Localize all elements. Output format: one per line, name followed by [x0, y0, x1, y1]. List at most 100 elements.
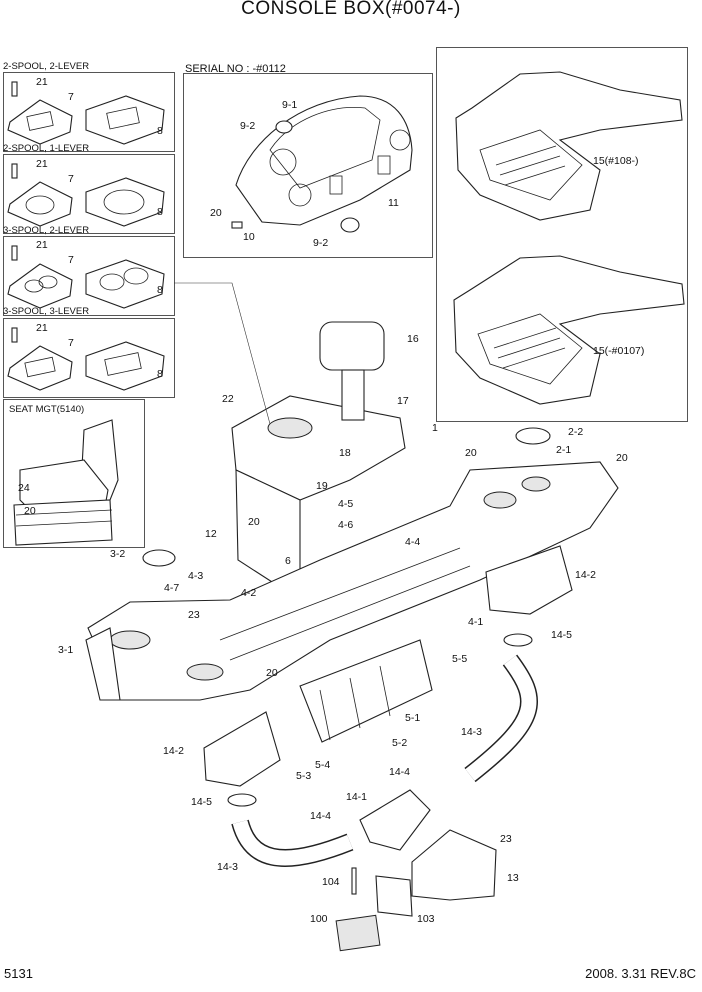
outlet-3-1-base [85, 627, 121, 701]
label-s1-8: 8 [157, 125, 163, 137]
label-24: 24 [18, 482, 30, 494]
inset-mat [436, 47, 688, 422]
label-22: 22 [222, 393, 234, 405]
label-4-7: 4-7 [164, 582, 180, 594]
label-11: 11 [388, 197, 399, 209]
vent-13 [411, 829, 497, 901]
page-title: CONSOLE BOX(#0074-) [241, 0, 461, 19]
label-s4-7: 7 [68, 337, 74, 349]
bracket-103 [375, 875, 413, 917]
label-9-1: 9-1 [282, 99, 298, 111]
hose-14-3-right [464, 654, 538, 783]
label-5-3: 5-3 [296, 770, 312, 782]
inset-header-3spool-2lever: 3-SPOOL, 2-LEVER [3, 225, 90, 236]
label-17: 17 [397, 395, 409, 407]
label-16: 16 [407, 333, 419, 345]
label-2-1: 2-1 [556, 444, 572, 456]
label-104: 104 [322, 876, 340, 888]
duct-14-2-left [203, 711, 281, 787]
label-20-b: 20 [616, 452, 628, 464]
clamp-14-5 [227, 633, 533, 807]
inset-3spool-2lever [3, 236, 175, 316]
page-number: 5131 [4, 966, 33, 981]
label-4-2: 4-2 [241, 587, 257, 599]
label-20-a: 20 [465, 447, 477, 459]
label-s2-8: 8 [157, 206, 163, 218]
main-frame [87, 461, 619, 701]
label-s2-7: 7 [68, 173, 74, 185]
label-14-2-right: 14-2 [575, 569, 597, 581]
label-20-d: 20 [266, 667, 278, 679]
inset-3spool-3lever [3, 318, 175, 398]
outlet-3-2 [142, 549, 176, 567]
inset-header-3spool-3lever: 3-SPOOL, 3-LEVER [3, 306, 90, 317]
label-6: 6 [285, 555, 291, 567]
revision-date: 2008. 3.31 REV.8C [585, 966, 696, 981]
spool-inset-4-parts [7, 327, 165, 391]
floor-mat-lower [453, 255, 685, 405]
inset-header-2spool-2lever: 2-SPOOL, 2-LEVER [3, 61, 90, 72]
label-15-lower: 15(-#0107) [593, 345, 645, 357]
rod-104 [351, 867, 357, 895]
label-s1-7: 7 [68, 91, 74, 103]
label-5-2: 5-2 [392, 737, 408, 749]
label-14-4-left: 14-4 [310, 810, 332, 822]
label-s3-21: 21 [36, 239, 48, 251]
label-5-5: 5-5 [452, 653, 468, 665]
filter-100 [335, 914, 381, 952]
label-s4-21: 21 [36, 322, 48, 334]
label-2-2: 2-2 [568, 426, 584, 438]
inset-leader [174, 282, 271, 425]
label-4-6: 4-6 [338, 519, 354, 531]
label-1: 1 [432, 422, 438, 434]
label-s2-21: 21 [36, 158, 48, 170]
label-14-5-left: 14-5 [191, 796, 213, 808]
label-18: 18 [339, 447, 351, 459]
label-4-4: 4-4 [405, 536, 421, 548]
elbow-14-1 [359, 789, 431, 851]
inset-2spool-2lever [3, 72, 175, 152]
label-19: 19 [316, 480, 328, 492]
seat-drawing [13, 419, 119, 546]
label-9-2-top: 9-2 [240, 120, 256, 132]
label-23-a: 23 [188, 609, 200, 621]
label-15-upper: 15(#108-) [593, 155, 639, 167]
label-5-1: 5-1 [405, 712, 421, 724]
inset-seat [3, 399, 145, 548]
inset-header-2spool-1lever: 2-SPOOL, 1-LEVER [3, 143, 90, 154]
label-s4-8: 8 [157, 368, 163, 380]
label-s1-21: 21 [36, 76, 48, 88]
label-10: 10 [243, 231, 255, 243]
inset-header-seat: SEAT MGT(5140) [9, 404, 85, 415]
label-5-4: 5-4 [315, 759, 331, 771]
label-14-4-right: 14-4 [389, 766, 411, 778]
label-100: 100 [310, 913, 328, 925]
label-12: 12 [205, 528, 217, 540]
inset-serial [183, 73, 433, 258]
spool-inset-2-parts [7, 163, 165, 227]
label-20-serial: 20 [210, 207, 222, 219]
spool-inset-3-parts [7, 245, 165, 309]
label-s3-7: 7 [68, 254, 74, 266]
label-14-2-left: 14-2 [163, 745, 185, 757]
label-13: 13 [507, 872, 519, 884]
cluster-housing [231, 95, 413, 233]
label-3-1: 3-1 [58, 644, 74, 656]
label-23-b: 23 [500, 833, 512, 845]
label-14-1: 14-1 [346, 791, 368, 803]
seat-support-box [231, 395, 406, 602]
label-9-2-bottom: 9-2 [313, 237, 329, 249]
floor-mat-upper [455, 71, 683, 221]
outlet-2-2 [515, 427, 551, 445]
label-s3-8: 8 [157, 284, 163, 296]
label-4-3: 4-3 [188, 570, 204, 582]
label-20-seat: 20 [24, 505, 36, 517]
inset-2spool-1lever [3, 154, 175, 234]
label-4-1: 4-1 [468, 616, 484, 628]
label-3-2: 3-2 [110, 548, 126, 560]
label-20-c: 20 [248, 516, 260, 528]
control-box-5-1 [299, 639, 433, 743]
duct-14-2-right [485, 545, 573, 615]
label-103: 103 [417, 913, 435, 925]
